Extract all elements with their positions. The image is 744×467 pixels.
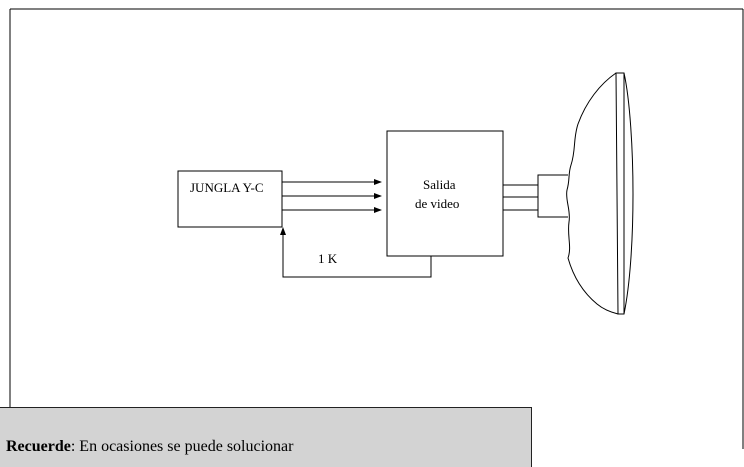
salida-video-label-line2: de video <box>415 196 459 211</box>
feedback-line <box>282 231 432 278</box>
crt-screen-face <box>615 72 634 315</box>
salida-video-block <box>386 130 504 257</box>
jungla-yc-label: JUNGLA Y-C <box>190 180 264 195</box>
crt-tube-bell <box>566 72 619 315</box>
feedback-arrowhead <box>280 227 286 235</box>
reminder-body: : En ocasiones se puede solucionar <box>70 438 294 455</box>
crt-neck <box>537 174 568 218</box>
reminder-note: Recuerde: En ocasiones se puede solucion… <box>0 407 532 467</box>
reminder-label: Recuerde <box>6 438 71 455</box>
jungla-yc-block <box>177 170 283 228</box>
feedback-resistor-label: 1 K <box>318 251 338 266</box>
salida-video-label-line1: Salida <box>423 177 456 192</box>
circuit-diagram: JUNGLA Y-C Salida de video 1 K <box>9 8 744 449</box>
reminder-text: Recuerde: En ocasiones se puede solucion… <box>6 438 293 456</box>
